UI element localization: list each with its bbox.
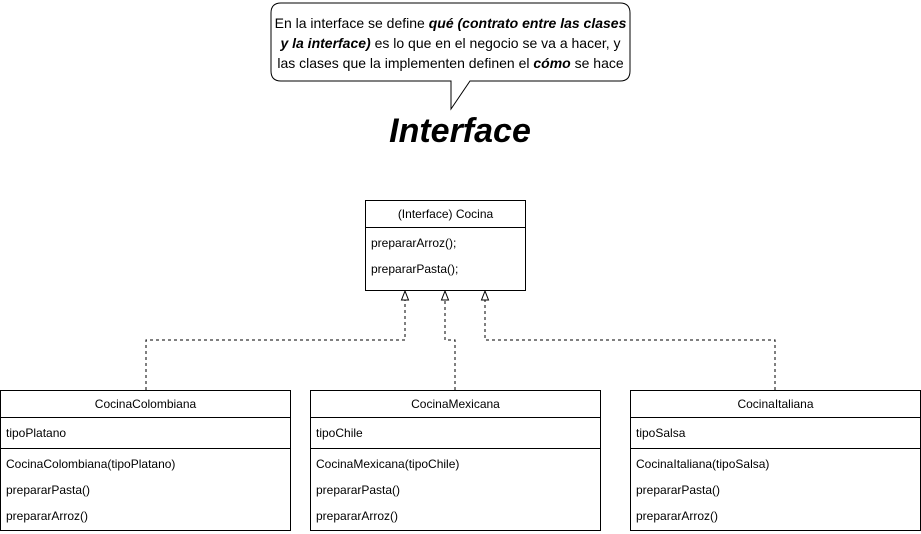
class-method: prepararArroz() (6, 509, 89, 523)
class-method: CocinaMexicana(tipoChile) (316, 457, 460, 471)
class-methods: CocinaMexicana(tipoChile) prepararPasta(… (311, 449, 600, 531)
arrowhead-colombiana (400, 289, 410, 301)
arrowhead-italiana (480, 289, 490, 301)
callout-bubble (270, 2, 631, 111)
class-method: prepararArroz() (636, 509, 719, 523)
diagram-title: Interface (389, 112, 531, 150)
callout-part: se hace (570, 55, 624, 71)
realization-line-colombiana (145, 300, 406, 390)
callout-emphasis: cómo (533, 55, 571, 71)
class-name: CocinaMexicana (311, 391, 600, 418)
arrowhead-mexicana (440, 289, 450, 301)
class-cocina-italiana: CocinaItaliana tipoSalsa CocinaItaliana(… (630, 390, 921, 531)
class-methods: CocinaItaliana(tipoSalsa) prepararPasta(… (631, 449, 920, 531)
realization-line-italiana (484, 300, 776, 390)
class-attributes: tipoChile (311, 418, 600, 449)
class-methods: CocinaColombiana(tipoPlatano) prepararPa… (1, 449, 290, 531)
class-method: prepararPasta() (316, 483, 401, 497)
class-attribute: tipoPlatano (6, 426, 67, 440)
class-attributes: tipoSalsa (631, 418, 920, 449)
class-method: CocinaColombiana(tipoPlatano) (6, 457, 176, 471)
class-method: prepararPasta() (6, 483, 91, 497)
class-cocina-mexicana: CocinaMexicana tipoChile CocinaMexicana(… (310, 390, 601, 531)
class-method: CocinaItaliana(tipoSalsa) (636, 457, 770, 471)
class-method: prepararPasta() (636, 483, 721, 497)
callout-emphasis: qué (contrato entre las clases y la inte… (280, 15, 627, 51)
callout-part: En la interface se define (274, 15, 429, 31)
class-attribute: tipoChile (316, 426, 363, 440)
interface-name: (Interface) Cocina (366, 201, 525, 228)
interface-methods: prepararArroz(); prepararPasta(); (366, 228, 525, 284)
class-cocina-colombiana: CocinaColombiana tipoPlatano CocinaColom… (0, 390, 291, 531)
callout-part: es lo que en el negocio se va a hacer, y… (277, 35, 621, 71)
class-attributes: tipoPlatano (1, 418, 290, 449)
class-method: prepararArroz() (316, 509, 399, 523)
interface-cocina-box: (Interface) Cocina prepararArroz(); prep… (365, 200, 526, 291)
interface-method: prepararArroz(); (371, 236, 457, 250)
callout-text: En la interface se define qué (contrato … (271, 13, 630, 73)
class-name: CocinaColombiana (1, 391, 290, 418)
interface-method: prepararPasta(); (371, 262, 459, 276)
class-attribute: tipoSalsa (636, 426, 686, 440)
realization-line-mexicana (444, 300, 456, 390)
class-name: CocinaItaliana (631, 391, 920, 418)
